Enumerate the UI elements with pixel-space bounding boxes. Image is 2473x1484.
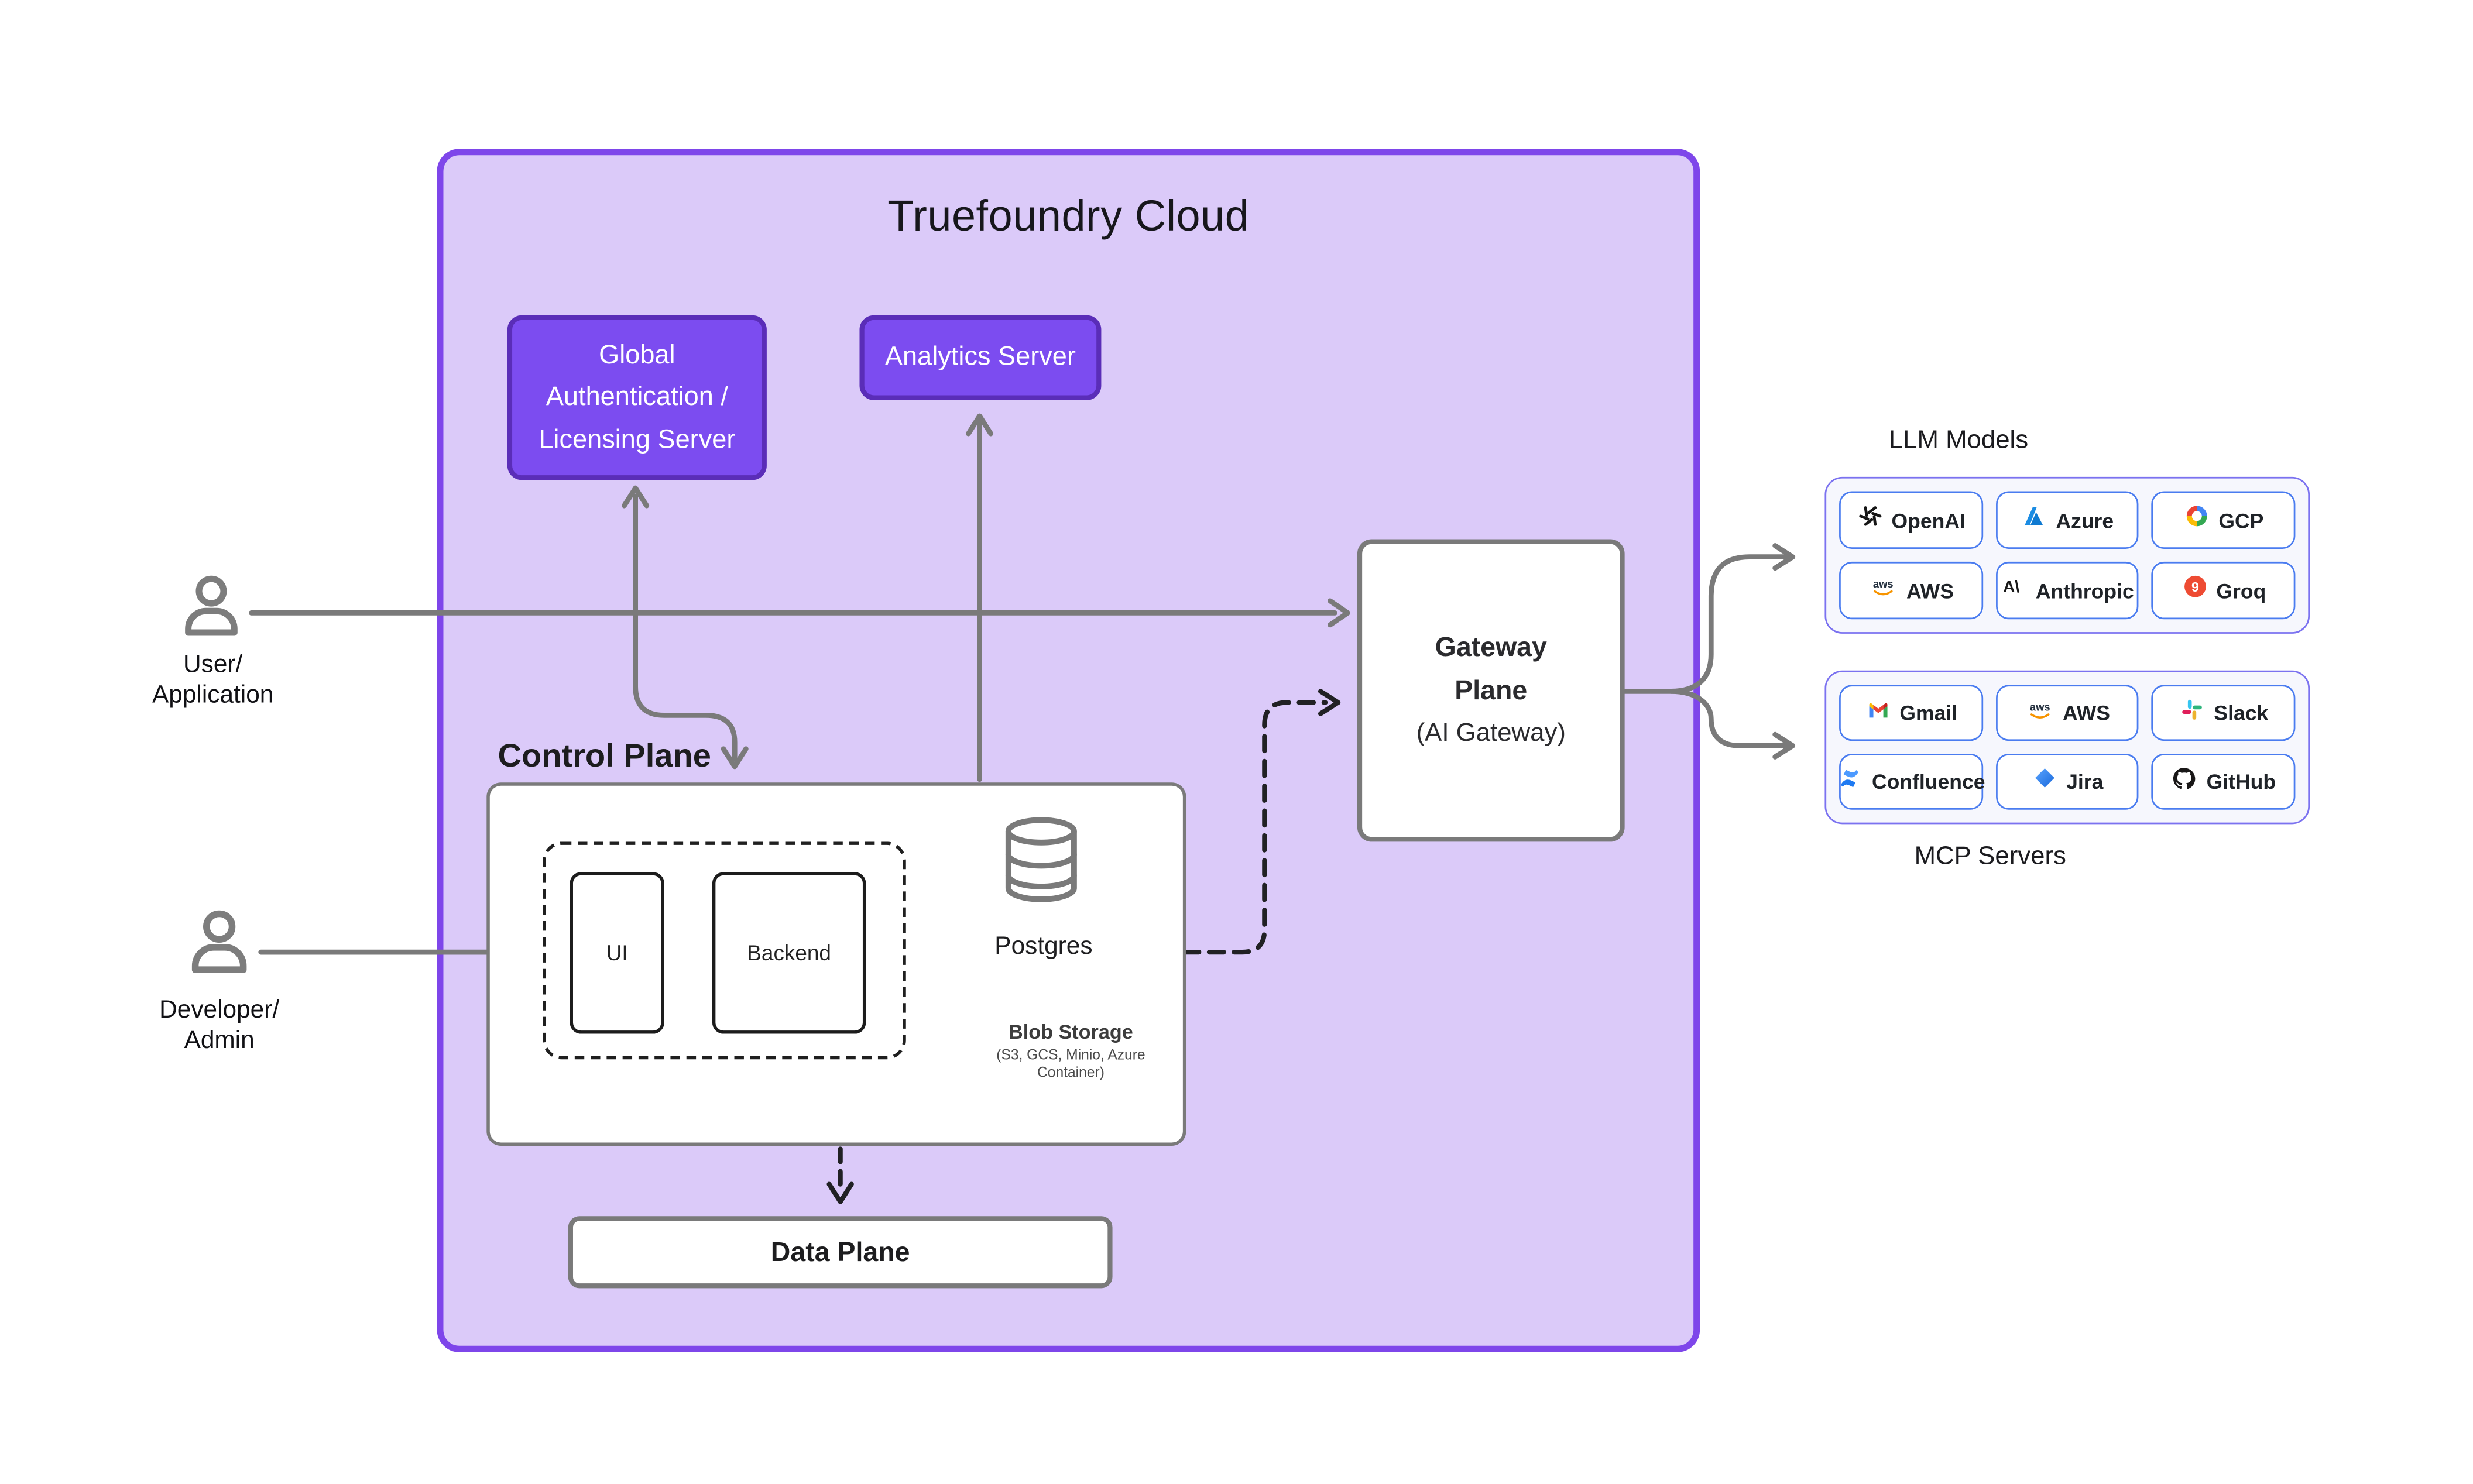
ui-node: UI <box>570 872 664 1034</box>
chip-github: GitHub <box>2152 753 2296 810</box>
github-icon <box>2171 764 2198 799</box>
llm-models-title: LLM Models <box>1888 427 2029 455</box>
global-auth-line: Licensing Server <box>538 425 736 454</box>
mcp-servers-panel: Gmail aws AWS Slack Confluence <box>1824 670 2310 825</box>
chip-label: Slack <box>2214 700 2269 725</box>
backend-label: Backend <box>747 940 831 965</box>
chip-label: Groq <box>2216 578 2266 603</box>
control-plane-title: Control Plane <box>498 737 711 775</box>
chip-label: GitHub <box>2206 770 2276 794</box>
global-auth-line: Authentication / <box>546 383 728 412</box>
openai-icon <box>1856 503 1883 538</box>
blob-storage-sublabel: (S3, GCS, Minio, Azure Container) <box>996 1046 1145 1080</box>
chip-groq: 9 Groq <box>2152 561 2296 620</box>
global-auth-licensing-server: Global Authentication / Licensing Server <box>507 315 767 480</box>
database-icon <box>1002 816 1081 914</box>
svg-text:A\: A\ <box>2003 578 2019 596</box>
ui-label: UI <box>606 940 628 965</box>
svg-text:aws: aws <box>1873 578 1894 590</box>
chip-azure: Azure <box>1995 491 2139 549</box>
chip-label: Azure <box>2056 508 2114 533</box>
gateway-line: (AI Gateway) <box>1416 720 1566 748</box>
chip-confluence: Confluence <box>1837 753 1985 810</box>
user-application-label: User/ Application <box>152 651 274 709</box>
chip-label: OpenAI <box>1891 508 1966 533</box>
anthropic-icon: A\ <box>2001 573 2028 608</box>
global-auth-line: Global <box>599 340 675 370</box>
blob-storage-label: Blob Storage <box>1009 1021 1133 1043</box>
developer-admin-label: Developer/ Admin <box>159 997 280 1055</box>
postgres-label: Postgres <box>994 933 1093 960</box>
gmail-icon <box>1864 695 1891 730</box>
gcp-icon <box>2183 503 2210 538</box>
backend-node: Backend <box>712 872 866 1034</box>
aws-icon: aws <box>1868 573 1898 608</box>
chip-label: Anthropic <box>2035 578 2134 603</box>
chip-label: Confluence <box>1871 770 1985 794</box>
chip-label: Jira <box>2066 770 2104 794</box>
chip-label: AWS <box>1906 578 1954 603</box>
gateway-line: Plane <box>1455 675 1528 706</box>
azure-icon <box>2021 503 2047 538</box>
confluence-icon <box>1837 764 1864 799</box>
chip-gmail: Gmail <box>1839 685 1983 741</box>
cloud-title: Truefoundry Cloud <box>887 192 1250 241</box>
chip-label: AWS <box>2063 700 2111 725</box>
chip-gcp: GCP <box>2152 491 2296 549</box>
svg-text:aws: aws <box>2029 700 2050 712</box>
ui-backend-dashed-group <box>543 841 906 1060</box>
chip-slack: Slack <box>2152 685 2296 741</box>
data-plane-label: Data Plane <box>770 1236 910 1267</box>
chip-label: Gmail <box>1899 700 1958 725</box>
chip-anthropic: A\ Anthropic <box>1995 561 2139 620</box>
slack-icon <box>2179 695 2206 730</box>
chip-openai: OpenAI <box>1839 491 1983 549</box>
analytics-server-label: Analytics Server <box>884 342 1076 372</box>
data-plane-box: Data Plane <box>568 1216 1113 1289</box>
person-icon <box>181 904 258 989</box>
svg-text:9: 9 <box>2191 579 2198 595</box>
aws-icon: aws <box>2024 695 2054 730</box>
jira-icon <box>2031 764 2058 799</box>
chip-jira: Jira <box>1995 753 2139 810</box>
person-icon <box>174 570 248 651</box>
chip-label: GCP <box>2218 508 2264 533</box>
analytics-server: Analytics Server <box>859 315 1102 400</box>
chip-aws-llm: aws AWS <box>1839 561 1983 620</box>
llm-models-panel: OpenAI Azure GCP aws AWS <box>1824 476 2310 634</box>
chip-aws-mcp: aws AWS <box>1995 685 2139 741</box>
gateway-plane-box: Gateway Plane (AI Gateway) <box>1357 539 1625 842</box>
groq-icon: 9 <box>2181 573 2208 608</box>
gateway-line: Gateway <box>1435 632 1547 663</box>
mcp-servers-title: MCP Servers <box>1914 843 2066 871</box>
